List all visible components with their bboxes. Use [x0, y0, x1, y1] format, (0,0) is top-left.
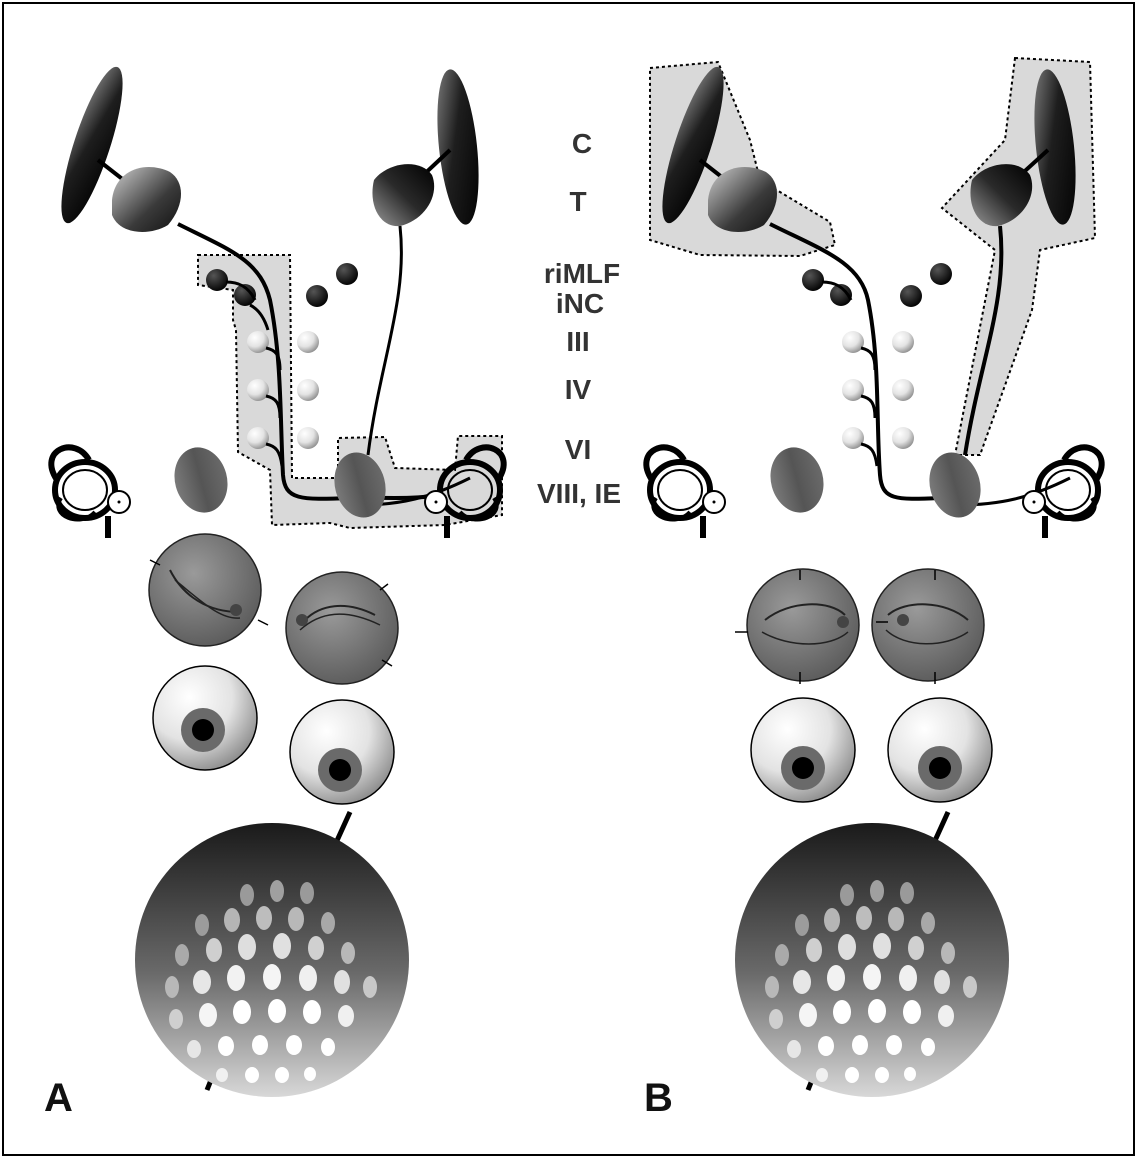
label-cn-iii: III: [566, 328, 589, 356]
inner-ear-left-a: [51, 447, 130, 538]
vestibular-nucleus-right-b: [922, 447, 987, 524]
label-cn-viii-ie: VIII, IE: [537, 480, 621, 508]
vestibular-nucleus-left-b: [763, 441, 830, 518]
label-cn-iv: IV: [565, 376, 591, 404]
panel-label-a: A: [44, 1078, 73, 1118]
label-thalamus: T: [569, 188, 586, 216]
thalamus-right-a: [372, 164, 434, 226]
label-cn-vi: VI: [565, 436, 591, 464]
inner-ear-left-b: [646, 447, 725, 538]
highlight-region-b-right: [942, 58, 1095, 455]
vestibular-nucleus-left-a: [167, 441, 234, 518]
muscle-globe-left-a: [149, 534, 261, 646]
panel-b-diagram: [646, 58, 1101, 1097]
muscle-globe-right-b: [872, 569, 984, 681]
label-cortex: C: [572, 130, 592, 158]
panel-label-b: B: [644, 1078, 673, 1118]
inner-ear-right-b: [1023, 447, 1102, 538]
panel-a-diagram: [50, 61, 504, 1097]
label-inc: iNC: [556, 290, 604, 318]
cortex-oval-right-a: [431, 67, 485, 226]
label-rimlf: riMLF: [544, 260, 620, 288]
